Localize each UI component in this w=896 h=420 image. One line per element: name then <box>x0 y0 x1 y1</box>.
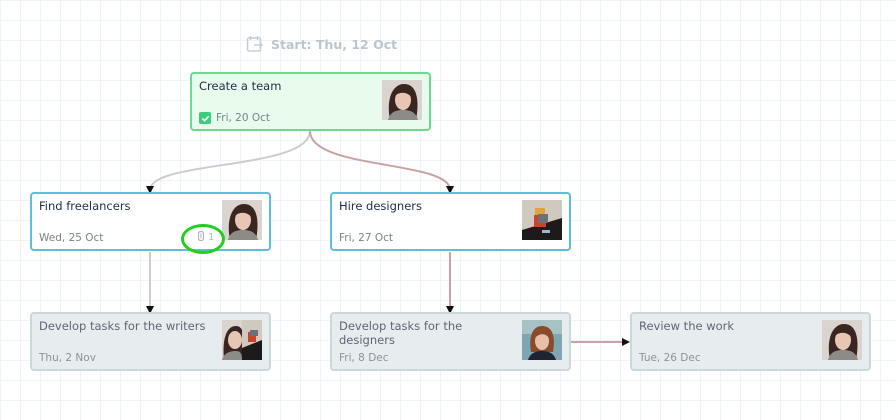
avatar-icon <box>382 80 422 120</box>
task-review-work[interactable]: Review the work Tue, 26 Dec <box>630 312 871 371</box>
task-date-text: Thu, 2 Nov <box>39 352 96 364</box>
task-date-text: Fri, 8 Dec <box>339 352 389 364</box>
task-date: Fri, 20 Oct <box>216 112 271 124</box>
avatar-icon <box>522 320 562 360</box>
avatar-icon <box>522 200 562 240</box>
task-hire-designers[interactable]: Hire designers Fri, 27 Oct <box>330 192 571 251</box>
task-title: Hire designers <box>339 199 422 213</box>
task-date-text: Wed, 25 Oct <box>39 232 104 244</box>
task-title: Create a team <box>199 79 282 93</box>
project-start: Start: Thu, 12 Oct <box>246 34 397 54</box>
task-date: Tue, 26 Dec <box>639 352 701 364</box>
avatar-group-icon <box>222 320 262 360</box>
avatar-icon <box>822 320 862 360</box>
checkbox-checked-icon[interactable] <box>199 112 211 124</box>
task-date: Fri, 27 Oct <box>339 232 393 244</box>
task-date: Wed, 25 Oct <box>39 232 103 244</box>
link-create-to-hire[interactable] <box>309 130 454 194</box>
avatar-icon <box>222 200 262 240</box>
task-date-text: Tue, 26 Dec <box>639 352 701 364</box>
task-develop-writers[interactable]: Develop tasks for the writers Thu, 2 Nov <box>30 312 271 371</box>
highlight-circle-annotation <box>181 224 225 254</box>
task-find-freelancers[interactable]: Find freelancers Wed, 25 Oct 1 <box>30 192 271 251</box>
task-title: Develop tasks for the designers <box>339 319 463 347</box>
task-date: Thu, 2 Nov <box>39 352 96 364</box>
task-title: Review the work <box>639 319 735 333</box>
task-title: Develop tasks for the writers <box>39 319 206 333</box>
link-create-to-find[interactable] <box>146 130 311 194</box>
task-develop-designers[interactable]: Develop tasks for the designers Fri, 8 D… <box>330 312 571 371</box>
task-date: Fri, 8 Dec <box>339 352 389 364</box>
start-date-label: Start: Thu, 12 Oct <box>271 36 398 52</box>
task-title: Find freelancers <box>39 199 131 213</box>
task-date-row: Fri, 20 Oct <box>199 112 270 124</box>
task-date-text: Fri, 27 Oct <box>339 232 394 244</box>
calendar-start-icon <box>246 35 264 53</box>
task-create-team[interactable]: Create a team Fri, 20 Oct <box>190 72 431 131</box>
